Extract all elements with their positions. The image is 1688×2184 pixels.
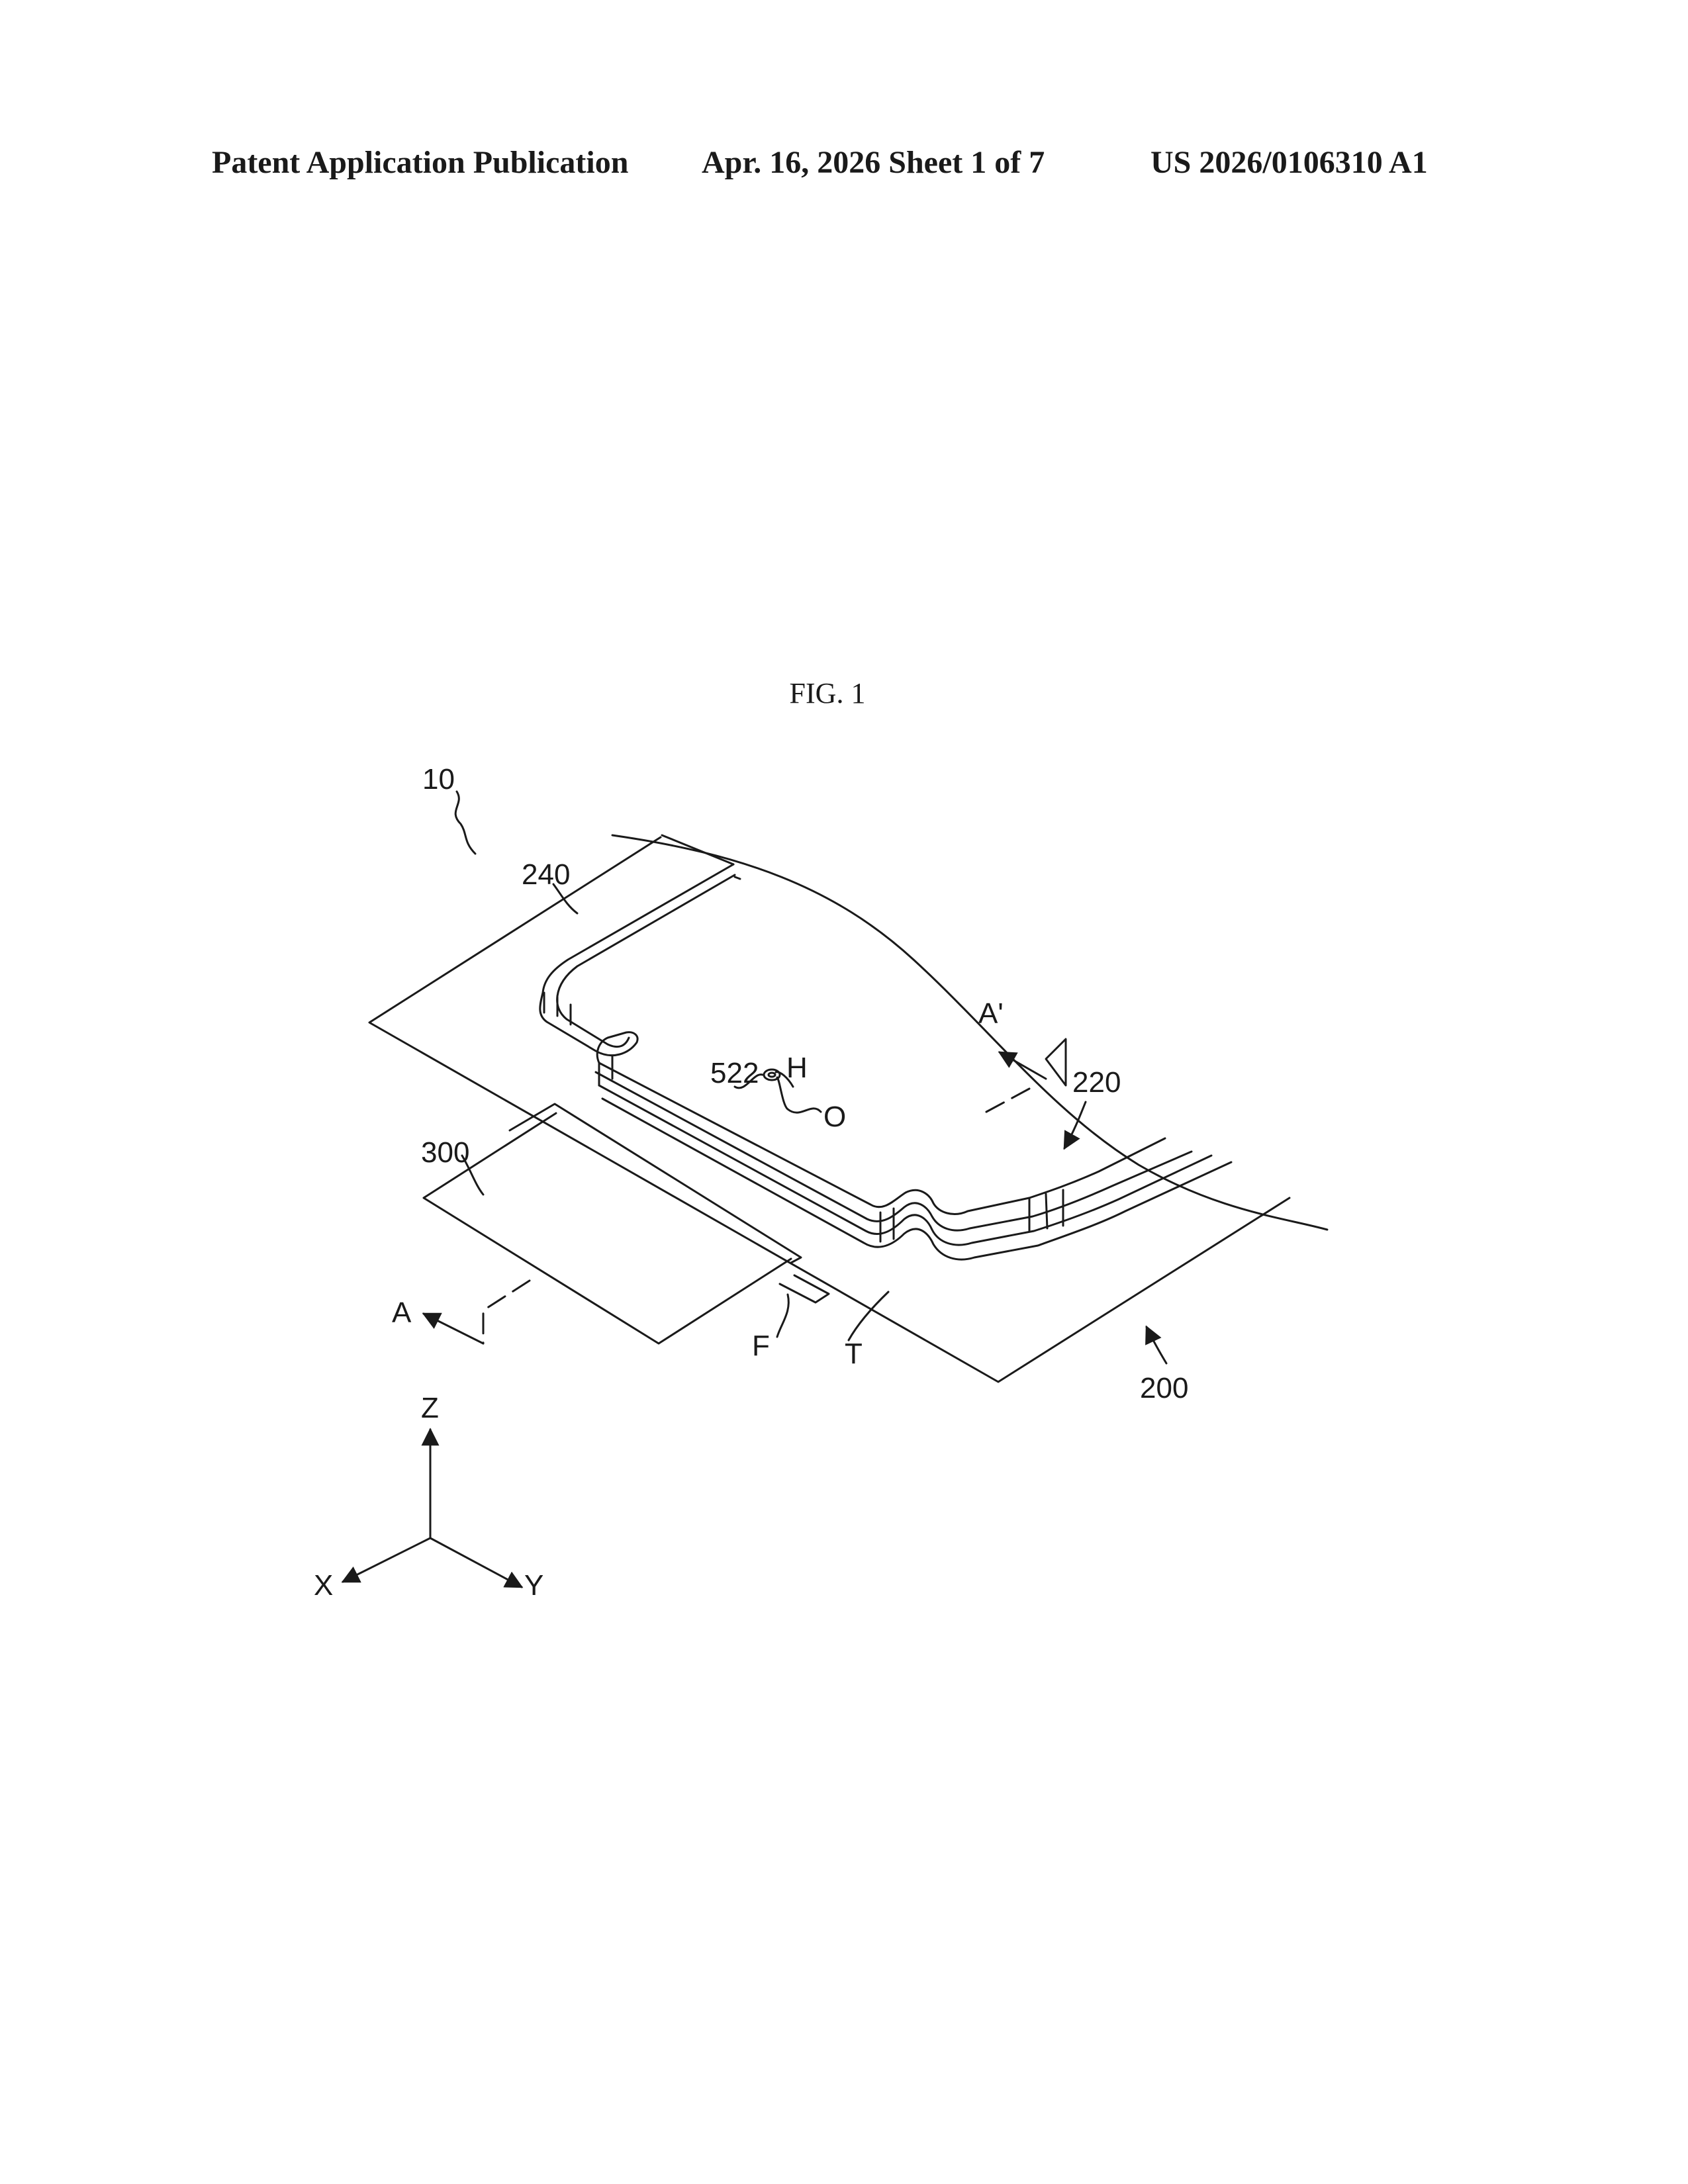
- window-step-edge-2: [599, 1085, 1211, 1245]
- label-522: 522: [710, 1057, 759, 1089]
- axis-label-z: Z: [421, 1392, 439, 1424]
- label-a: A: [392, 1297, 412, 1329]
- label-300: 300: [421, 1136, 469, 1169]
- cover-curve: [612, 835, 1327, 1230]
- leader-200: [1147, 1327, 1166, 1363]
- hole-mark-inner: [769, 1073, 775, 1077]
- label-10: 10: [422, 763, 455, 796]
- label-200: 200: [1140, 1372, 1188, 1404]
- section-arrow-a-prime: [1000, 1052, 1046, 1079]
- frame-edge-parallel: [735, 877, 740, 879]
- film-tab: [780, 1275, 829, 1302]
- leader-f: [777, 1295, 788, 1337]
- label-220: 220: [1072, 1066, 1121, 1099]
- y-axis-line: [430, 1538, 522, 1587]
- x-axis-line: [343, 1538, 430, 1582]
- section-line-a: [483, 1281, 530, 1343]
- label-240: 240: [522, 858, 570, 891]
- window-outer-edge: [540, 864, 1165, 1214]
- section-line-a-prime: [986, 1089, 1029, 1112]
- label-o: O: [823, 1101, 846, 1133]
- leader-10: [455, 792, 475, 854]
- axis-label-x: X: [314, 1569, 333, 1602]
- label-f: F: [752, 1330, 770, 1362]
- frame-edge-top: [662, 835, 733, 864]
- label-t: T: [845, 1338, 863, 1370]
- label-a-prime: A': [978, 997, 1004, 1030]
- window-step-edge-3: [602, 1099, 1231, 1259]
- window-inner-edge-1: [557, 875, 735, 1047]
- section-arrow-a: [424, 1314, 483, 1343]
- section-triangle: [1046, 1039, 1066, 1085]
- window-corner-left: [544, 993, 612, 1085]
- label-h: H: [786, 1052, 808, 1084]
- axis-label-y: Y: [524, 1569, 543, 1602]
